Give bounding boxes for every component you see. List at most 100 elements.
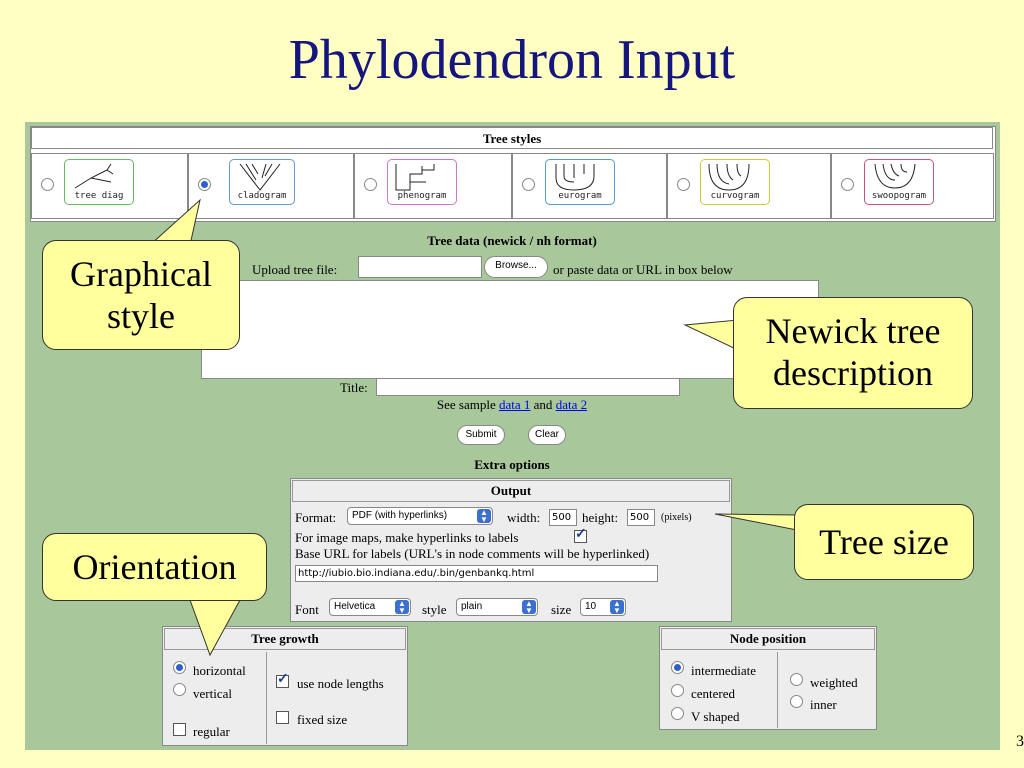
style-radio-phenogram[interactable]: [364, 178, 377, 191]
browse-button[interactable]: Browse...: [484, 256, 548, 278]
vertical-radio[interactable]: [173, 683, 186, 696]
regular-label: regular: [193, 724, 230, 739]
font-select[interactable]: Helvetica ▲▼: [329, 598, 411, 616]
tree-styles-header: Tree styles: [31, 127, 993, 149]
style-thumbnail-tree-diag[interactable]: tree diag: [64, 159, 134, 205]
style-label: style: [422, 602, 447, 617]
use-node-lengths-checkbox[interactable]: [276, 671, 289, 688]
slide-number: 3: [1016, 733, 1024, 750]
width-label: width:: [507, 510, 541, 525]
style-cell-eurogram: eurogram: [512, 153, 667, 219]
fixed-size-checkbox[interactable]: [276, 711, 289, 724]
submit-button[interactable]: Submit: [457, 425, 505, 445]
height-input[interactable]: 500: [627, 509, 655, 526]
base-url-input[interactable]: http://iubio.bio.indiana.edu/.bin/genban…: [295, 565, 658, 582]
inner-radio[interactable]: [790, 695, 803, 708]
tree-data-header: Tree data (newick / nh format): [427, 233, 597, 248]
select-arrows-icon: ▲▼: [522, 600, 536, 615]
style-radio-curvogram[interactable]: [677, 178, 690, 191]
tree-diagram-icon: [395, 164, 435, 191]
select-arrows-icon: ▲▼: [477, 509, 491, 524]
style-thumbnail-label: tree diag: [74, 191, 124, 201]
font-select-value: Helvetica: [334, 601, 376, 612]
callout-graphical-style: Graphical style: [42, 240, 240, 350]
tree-diagram-icon: [708, 163, 750, 191]
style-cell-swoopogram: swoopogram: [831, 153, 994, 219]
format-label: Format:: [295, 510, 337, 525]
callout-newick: Newick tree description: [733, 297, 973, 409]
tree-growth-divider: [266, 652, 267, 744]
format-select[interactable]: PDF (with hyperlinks) ▲▼: [347, 507, 493, 525]
weighted-radio[interactable]: [790, 673, 803, 686]
units-label: (pixels): [661, 512, 692, 523]
height-label: height:: [582, 510, 619, 525]
style-thumbnail-curvogram[interactable]: curvogram: [700, 159, 770, 205]
style-radio-cladogram[interactable]: [198, 178, 211, 191]
style-select[interactable]: plain ▲▼: [456, 598, 538, 616]
v-shaped-label: V shaped: [691, 709, 740, 724]
style-radio-eurogram[interactable]: [522, 178, 535, 191]
title-label: Title:: [340, 380, 368, 395]
sample-prefix: See sample: [436, 397, 496, 412]
callout-orientation: Orientation: [42, 533, 267, 601]
title-input[interactable]: [376, 378, 680, 396]
style-cell-phenogram: phenogram: [354, 153, 512, 219]
style-thumbnail-label: phenogram: [397, 191, 447, 201]
centered-radio[interactable]: [671, 684, 684, 697]
style-thumbnail-phenogram[interactable]: phenogram: [387, 159, 457, 205]
node-position-divider: [777, 652, 778, 728]
paste-hint: or paste data or URL in box below: [553, 262, 733, 277]
style-thumbnail-eurogram[interactable]: eurogram: [545, 159, 615, 205]
upload-file-field[interactable]: [358, 256, 482, 278]
output-header: Output: [292, 480, 730, 502]
centered-label: centered: [691, 686, 736, 701]
intermediate-radio[interactable]: [671, 661, 684, 674]
node-position-box: [659, 626, 877, 730]
size-label: size: [551, 602, 572, 617]
tree-growth-header: Tree growth: [164, 628, 406, 650]
base-url-label: Base URL for labels (URL's in node comme…: [295, 546, 650, 561]
style-thumbnail-cladogram[interactable]: cladogram: [229, 159, 295, 205]
style-thumbnail-label: eurogram: [558, 191, 602, 201]
style-radio-swoopogram[interactable]: [841, 178, 854, 191]
width-input[interactable]: 500: [549, 509, 577, 526]
inner-label: inner: [810, 697, 837, 712]
fixed-size-label: fixed size: [297, 712, 348, 727]
style-thumbnail-swoopogram[interactable]: swoopogram: [864, 159, 934, 205]
style-thumbnail-label: curvogram: [710, 191, 760, 201]
vertical-label: vertical: [193, 686, 232, 701]
intermediate-label: intermediate: [691, 663, 756, 678]
imagemap-checkbox[interactable]: [574, 526, 587, 543]
style-thumbnail-label: cladogram: [237, 191, 287, 201]
style-radio-tree-diag[interactable]: [41, 178, 54, 191]
clear-button[interactable]: Clear: [528, 425, 566, 445]
tree-diagram-icon: [555, 164, 595, 191]
style-cell-tree-diag: tree diag: [31, 153, 188, 219]
use-node-lengths-label: use node lengths: [297, 676, 384, 691]
horizontal-label: horizontal: [193, 663, 246, 678]
tree-diagram-icon: [74, 163, 114, 189]
callout-tree-size: Tree size: [794, 504, 974, 580]
size-select[interactable]: 10 ▲▼: [580, 598, 626, 616]
style-thumbnail-label: swoopogram: [871, 191, 927, 201]
style-cell-cladogram: cladogram: [188, 153, 354, 219]
upload-label: Upload tree file:: [252, 262, 338, 277]
style-select-value: plain: [461, 601, 483, 612]
sample-link-data1[interactable]: data 1: [499, 397, 531, 412]
format-select-value: PDF (with hyperlinks): [352, 510, 448, 521]
select-arrows-icon: ▲▼: [395, 600, 409, 615]
size-select-value: 10: [585, 601, 597, 612]
tree-diagram-icon: [239, 163, 281, 191]
style-cell-curvogram: curvogram: [667, 153, 831, 219]
horizontal-radio[interactable]: [173, 661, 186, 674]
select-arrows-icon: ▲▼: [610, 600, 624, 615]
font-label: Font: [295, 602, 319, 617]
extra-options-header: Extra options: [474, 457, 550, 472]
sample-link-data2[interactable]: data 2: [555, 397, 588, 412]
v-shaped-radio[interactable]: [671, 707, 684, 720]
weighted-label: weighted: [810, 675, 858, 690]
imagemap-label: For image maps, make hyperlinks to label…: [295, 530, 519, 545]
sample-and: and: [533, 397, 553, 412]
regular-checkbox[interactable]: [173, 723, 186, 736]
